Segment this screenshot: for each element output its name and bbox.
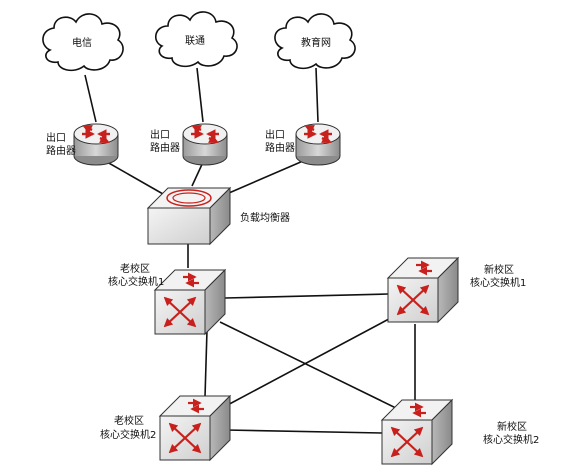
link-oldcore2-newcore2 [225,429,383,434]
cloud-cernet: 教育网 [274,13,356,70]
switch-arrows-icon [163,272,199,328]
router-2-label-line1: 出口 [150,128,170,141]
link-cloud2-router2 [196,67,204,123]
link-oldcore1-newcore2 [219,321,401,411]
switch-old-core-2-label-line2: 核心交换机2 [100,428,156,441]
switch-old-core-2 [158,394,232,462]
switch-new-core-2-label-line1: 新校区 [497,420,527,433]
router-3-label-line2: 路由器 [265,141,295,154]
load-balancer-front [147,207,211,245]
switch-new-core-1 [386,256,460,324]
switch-old-core-2-label-line1: 老校区 [114,414,144,427]
switch-arrows-icon [390,402,426,458]
links [84,67,416,434]
link-newcore1-oldcore2 [221,311,403,409]
switch-old-core-1 [153,268,227,336]
switch-new-core-2-label-line2: 核心交换机2 [483,433,539,446]
switch-old-core-1-label-line2: 核心交换机1 [108,275,164,288]
router-2 [182,123,228,166]
link-cloud1-router1 [84,74,97,123]
link-oldcore1-newcore1 [224,293,389,299]
cloud-label: 教育网 [301,36,331,49]
router-3 [295,123,341,166]
link-router3-lb [221,157,311,197]
link-router1-lb [99,157,171,199]
cloud-shape [155,11,238,68]
link-oldcore1-oldcore2 [204,329,208,398]
router-arrows-icon [304,124,332,144]
switch-new-core-1-label-line2: 核心交换机1 [470,276,526,289]
router-arrows-icon [191,124,219,144]
router-top [73,123,119,145]
switch-arrows-icon [396,260,432,316]
router-1-label-line1: 出口 [46,131,66,144]
cloud-unicom: 联通 [155,11,238,68]
router-1 [73,123,119,166]
cloud-shape [274,13,356,70]
router-3-label-line1: 出口 [265,128,285,141]
load-balancer [146,186,232,246]
cloud-label: 电信 [72,36,92,49]
cloud-telecom: 电信 [42,13,124,72]
load-balancer-ring-icon [166,189,212,207]
load-balancer-label: 负载均衡器 [240,211,290,224]
switch-old-core-1-label-line1: 老校区 [120,262,150,275]
cloud-label: 联通 [185,35,205,47]
router-2-label-line2: 路由器 [150,141,180,154]
switch-new-core-1-label-line1: 新校区 [484,263,514,276]
link-cloud3-router3 [315,67,319,123]
switch-arrows-icon [168,398,204,454]
cloud-shape [42,13,124,72]
load-balancer-side [209,186,231,246]
load-balancer-ring-inner-icon [172,192,206,204]
switch-new-core-2 [380,398,454,466]
router-1-label-line2: 路由器 [46,144,76,157]
router-arrows-icon [82,124,110,144]
